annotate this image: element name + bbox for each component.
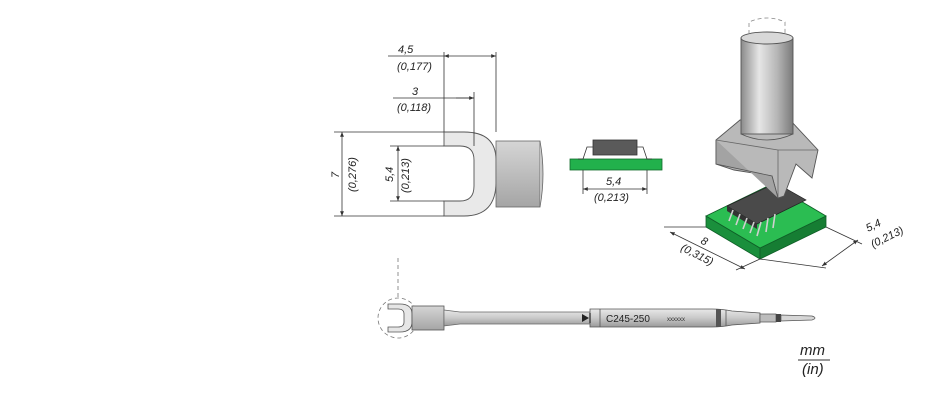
dim-height-inner-mm: 5,4 [384,167,396,182]
tip-u-outline [443,131,497,217]
side-chip [592,139,638,156]
dim-iso-length-mm: 8 [699,235,711,249]
iso-view: 8 (0,315) 5,4 (0,213) [664,17,906,271]
dim-height-outer-in: (0,276) [347,157,359,192]
dim-width-outer-in: (0,177) [397,61,432,73]
side-board [569,158,663,171]
dim-side-span-mm: 5,4 [606,176,621,188]
dim-iso-length-in: (0,315) [679,242,716,269]
cartridge-serial: xxxxxx [667,317,685,323]
cartridge-view: C245-250 xxxxxx [377,258,816,339]
dim-width-inner-in: (0,118) [397,102,431,114]
unit-mm: mm [800,342,825,359]
dim-width-outer-mm: 4,5 [398,44,414,56]
unit-in: (in) [802,361,824,378]
dim-height-outer-mm: 7 [330,171,342,178]
tip-stub [495,140,541,208]
units-legend: mm (in) [798,342,830,378]
dim-height-inner-in: (0,213) [400,158,412,193]
iso-leads [728,209,776,237]
dim-iso-width-mm: 5,4 [864,217,883,234]
cartridge-model: C245-250 [606,314,650,325]
tip-top-view: 4,5 (0,177) 3 (0,118) 7 (0,276) 5,4 (0,2… [330,44,544,217]
chip-side-view: 5,4 (0,213) [569,139,663,204]
dim-width-inner-mm: 3 [412,86,419,98]
dim-side-span-in: (0,213) [594,192,629,204]
iso-shaft [740,37,794,135]
